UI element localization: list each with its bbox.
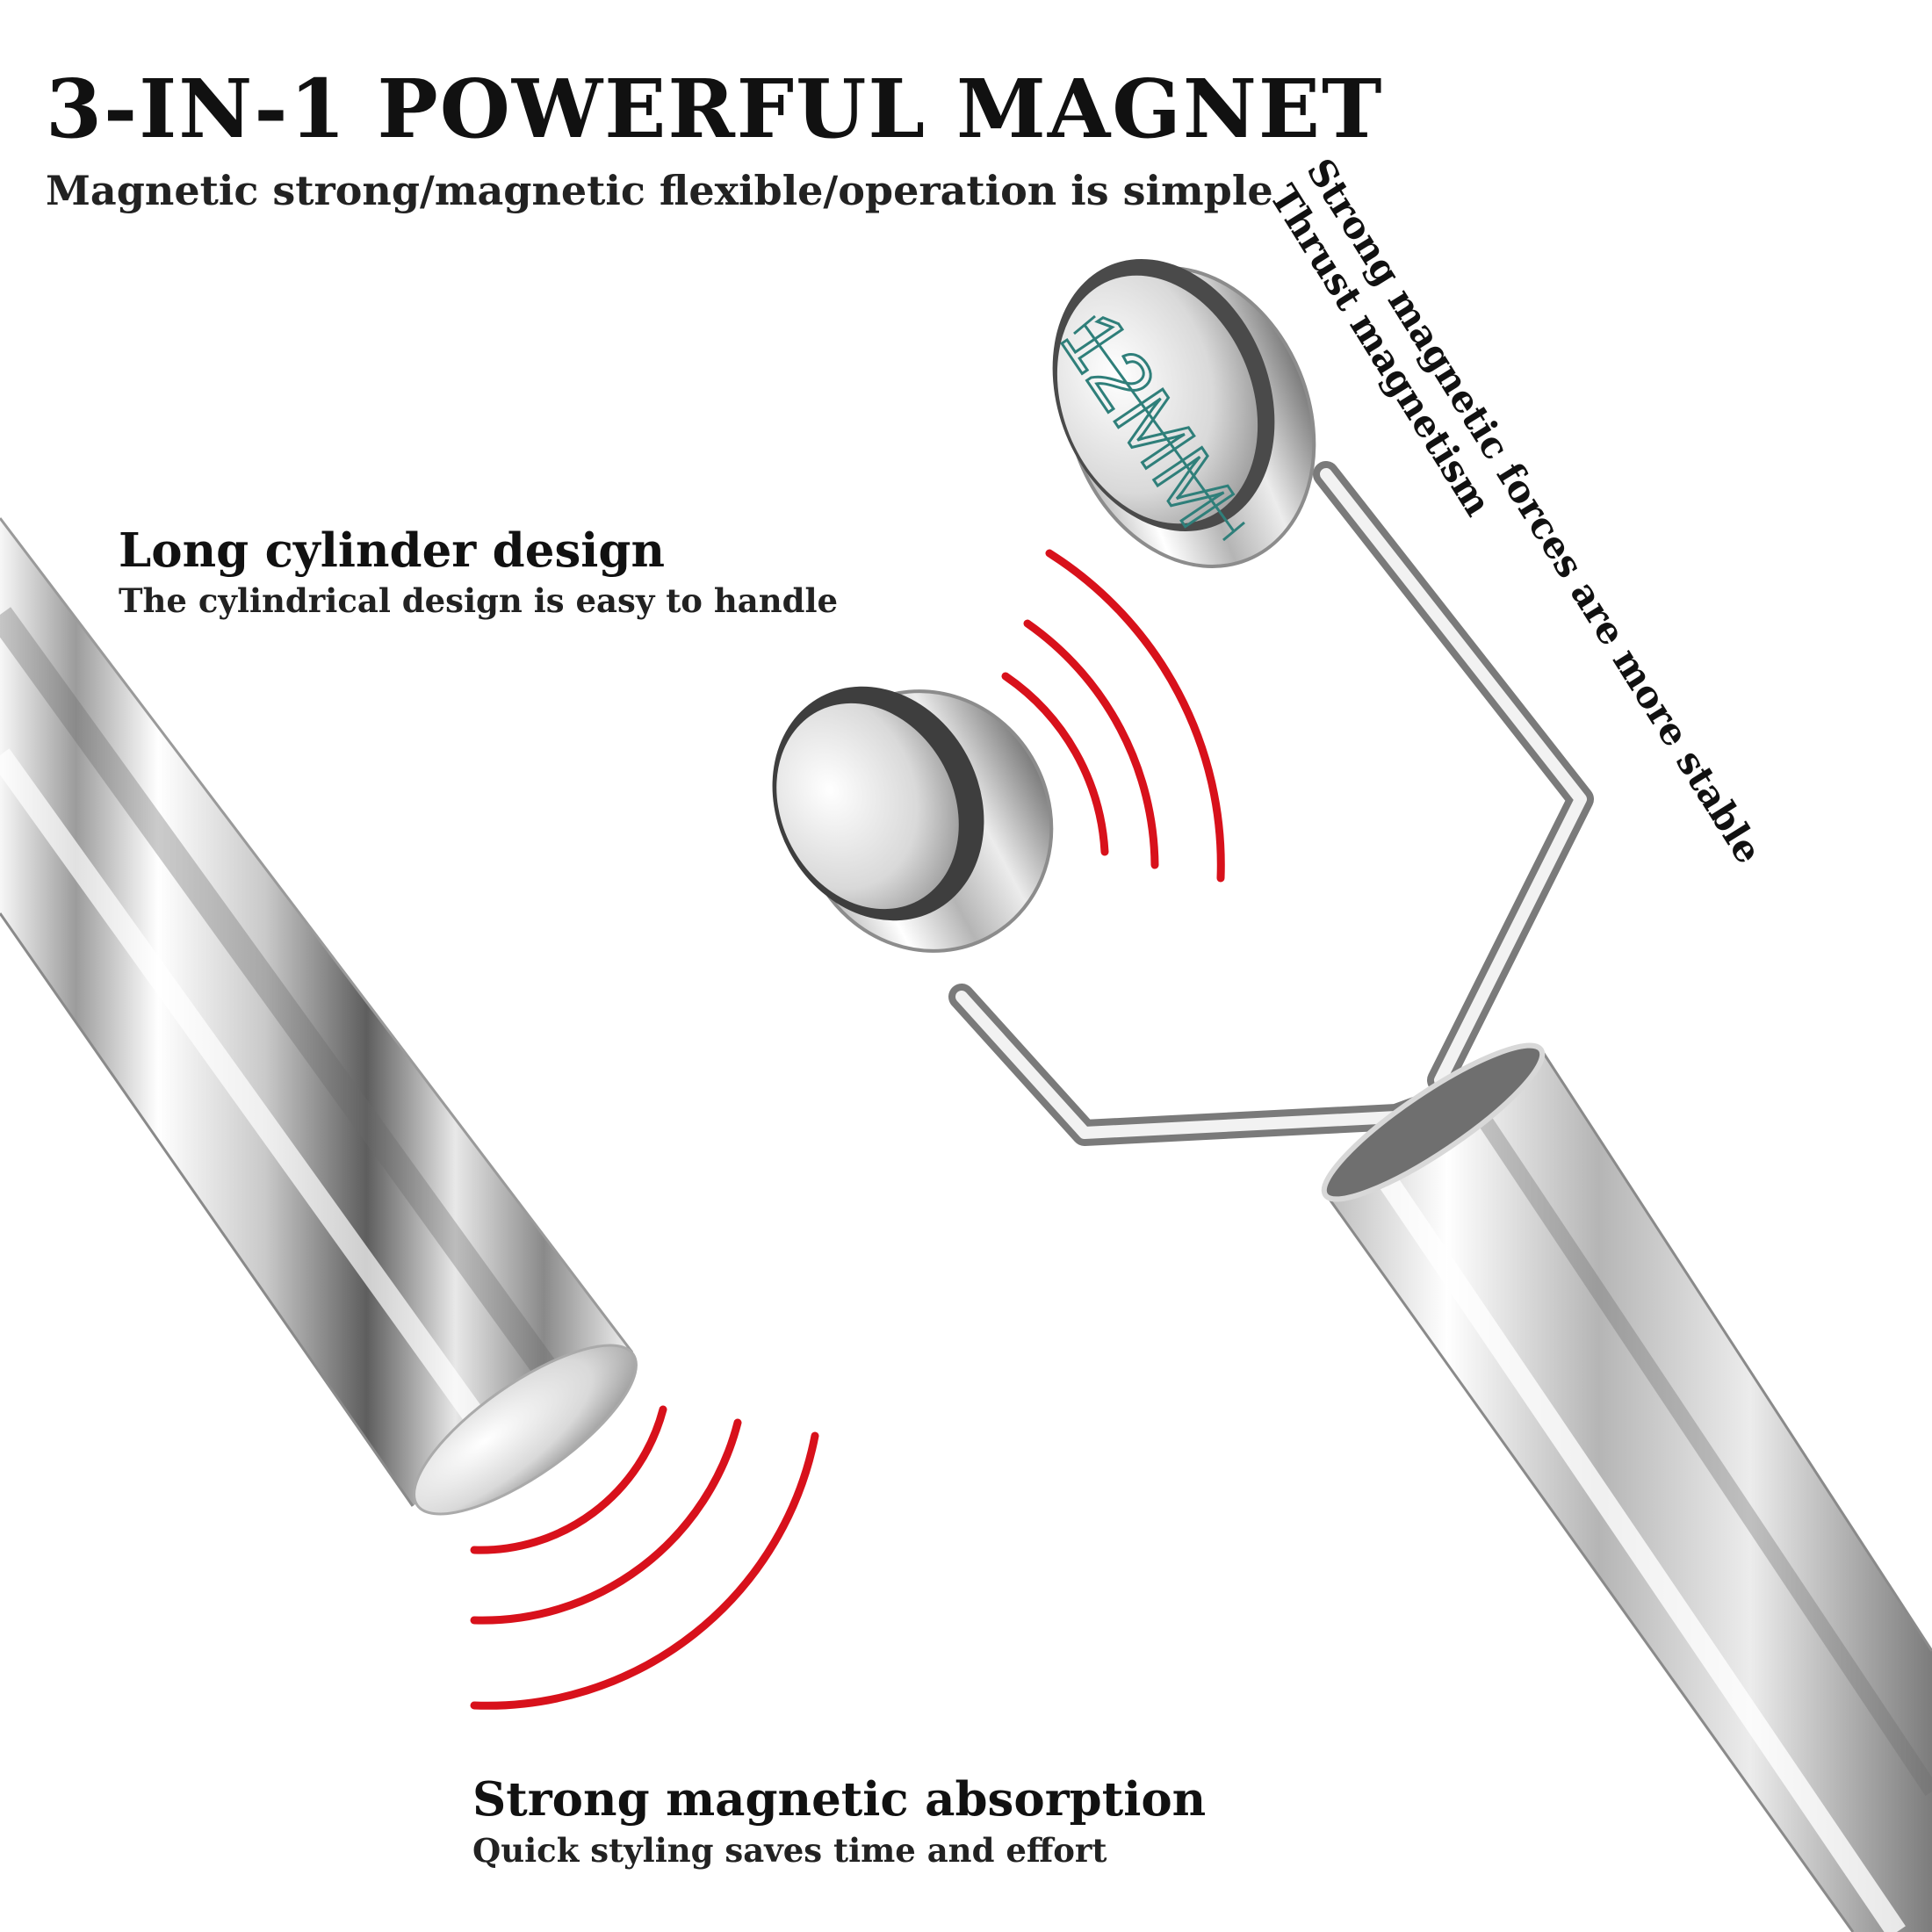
roller-frame [948,461,1594,1146]
long-cylinder [0,517,638,1516]
absorption-feature-title: Strong magnetic absorption [472,1772,1207,1827]
upper-magnet-head [1052,258,1316,568]
lower-magnet-head [772,686,1054,953]
diameter-dimension [1073,314,1245,542]
cylinder-feature-subtitle: The cylindrical design is easy to handle [119,581,839,620]
upper-magnetic-waves [1001,549,1225,883]
handle-top-opening [1321,1042,1546,1202]
page-subtitle: Magnetic strong/magnetic flexible/operat… [46,167,1273,214]
cylinder-end-face [413,1344,638,1516]
page-title: 3-IN-1 POWERFUL MAGNET [46,61,1384,156]
lower-magnetic-waves [470,1405,819,1710]
roller-handle [1321,1042,1932,1932]
cylinder-feature-title: Long cylinder design [119,523,666,578]
absorption-feature-subtitle: Quick styling saves time and effort [472,1831,1107,1870]
